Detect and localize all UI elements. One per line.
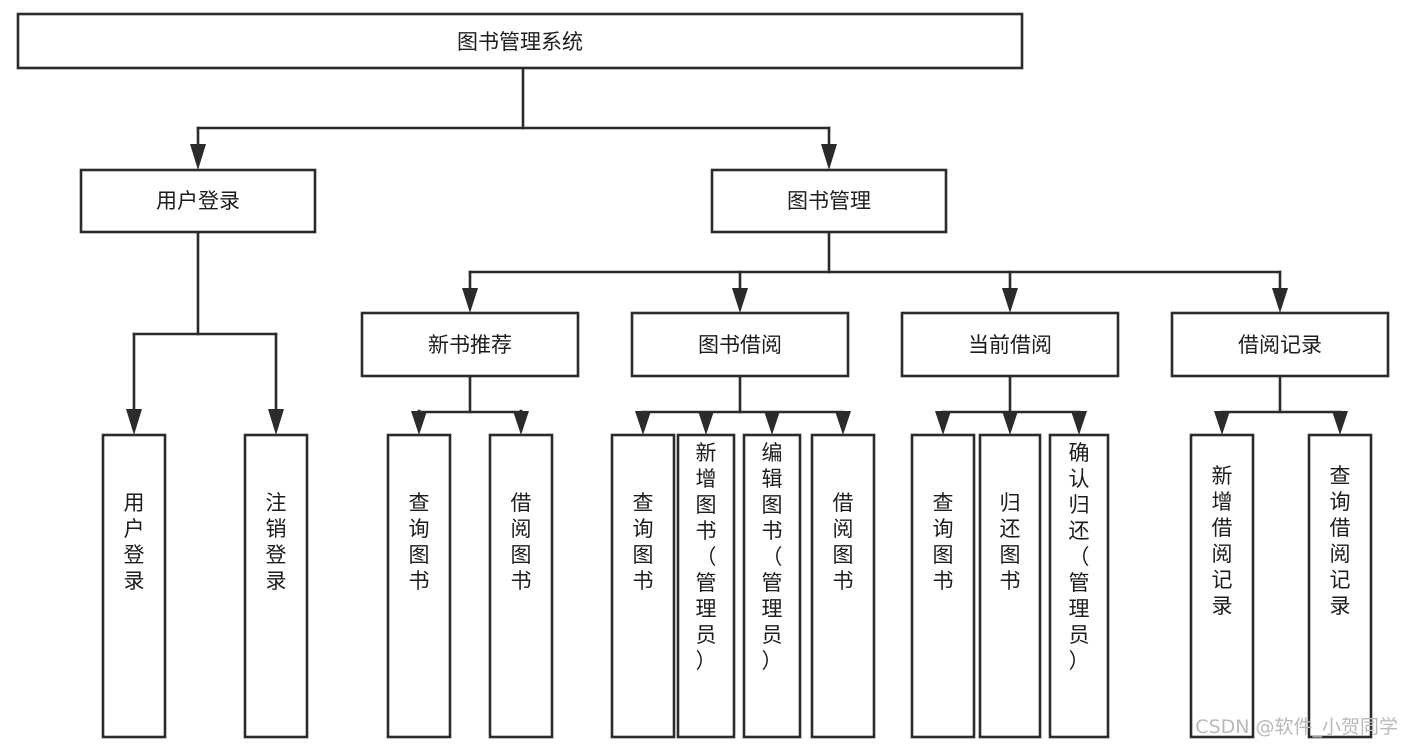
arrow-user-login-leaf-1-icon (126, 409, 142, 435)
node-user-login-box[interactable] (79, 168, 317, 234)
arrow-book-borrow-leaf-4-icon (835, 411, 851, 435)
leaf-node[interactable]: 查询图书 (386, 433, 452, 739)
arrow-book-mgmt-child-1-icon (462, 288, 478, 313)
node-new-book-recommend-label: 新书推荐 (428, 333, 512, 357)
leaf-user-login-box[interactable] (101, 433, 167, 739)
leaf-node[interactable]: 借阅图书 (488, 433, 554, 739)
node-current-borrow-label: 当前借阅 (968, 333, 1052, 357)
leaf-bb-borrow-book-label: 借阅图书 (833, 491, 854, 593)
node-borrow-record-label: 借阅记录 (1238, 333, 1322, 357)
leaf-br-query-record-box[interactable] (1307, 433, 1373, 739)
leaf-node[interactable]: 借阅图书 (810, 433, 876, 739)
leaf-node[interactable]: 新增图书（管理员） (676, 433, 736, 739)
leaf-node[interactable]: 注销登录 (243, 433, 309, 739)
arrow-new-book-leaf-2-icon (513, 411, 529, 435)
leaf-br-add-record-box[interactable] (1189, 433, 1255, 739)
node-root-box[interactable] (16, 12, 1024, 70)
leaf-cb-confirm-return-box[interactable] (1048, 433, 1110, 739)
leaf-nbr-borrow-book-label: 借阅图书 (511, 491, 532, 593)
node-current-borrow[interactable]: 当前借阅 (900, 311, 1120, 378)
leaf-node[interactable]: 编辑图书（管理员） (742, 433, 802, 739)
node-current-borrow-box[interactable] (900, 311, 1120, 378)
leaf-node[interactable]: 查询图书 (910, 433, 976, 739)
leaf-user-login-label: 用户登录 (124, 491, 145, 593)
node-user-login-label: 用户登录 (156, 189, 240, 213)
leaf-br-add-record-label: 新增借阅记录 (1212, 464, 1233, 618)
leaf-nbr-query-book-box[interactable] (386, 433, 452, 739)
node-root-label: 图书管理系统 (457, 30, 583, 54)
leaf-logout-box[interactable] (243, 433, 309, 739)
connector-layer (126, 66, 1348, 435)
node-root[interactable]: 图书管理系统 (16, 12, 1024, 70)
arrow-book-mgmt-child-4-icon (1272, 288, 1288, 313)
leaf-node[interactable]: 新增借阅记录 (1189, 433, 1255, 739)
leaf-node[interactable]: 查询图书 (610, 433, 676, 739)
leaf-logout-label: 注销登录 (266, 491, 287, 593)
leaf-bb-borrow-book-box[interactable] (810, 433, 876, 739)
leaf-nbr-query-book-label: 查询图书 (409, 491, 430, 593)
node-user-login[interactable]: 用户登录 (79, 168, 317, 234)
leaf-nbr-borrow-book-box[interactable] (488, 433, 554, 739)
node-book-management-box[interactable] (710, 168, 948, 234)
arrow-book-borrow-leaf-1-icon (635, 411, 651, 435)
leaf-cb-query-book-box[interactable] (910, 433, 976, 739)
arrow-current-borrow-leaf-3-icon (1071, 411, 1087, 435)
arrow-user-login-leaf-2-icon (268, 409, 284, 435)
leaf-br-query-record-label: 查询借阅记录 (1330, 464, 1351, 618)
leaf-node[interactable]: 用户登录 (101, 433, 167, 739)
leaf-cb-return-book-label: 归还图书 (1000, 491, 1021, 593)
leaf-cb-return-book-box[interactable] (978, 433, 1042, 739)
node-book-borrow-label: 图书借阅 (698, 333, 782, 357)
node-book-management-label: 图书管理 (787, 189, 871, 213)
leaf-node[interactable]: 确认归还（管理员） (1048, 433, 1110, 739)
watermark: CSDN @软件_小贺同学 (1195, 716, 1398, 738)
leaf-node[interactable]: 归还图书 (978, 433, 1042, 739)
arrow-new-book-leaf-1-icon (411, 411, 427, 435)
node-book-borrow-box[interactable] (630, 311, 850, 378)
leaf-bb-query-book-box[interactable] (610, 433, 676, 739)
leaf-bb-add-book-box[interactable] (676, 433, 736, 739)
arrow-root-to-book-mgmt-icon (821, 144, 837, 170)
leaf-cb-confirm-return-label: 确认归还（管理员） (1069, 441, 1090, 673)
node-borrow-record[interactable]: 借阅记录 (1170, 311, 1390, 378)
leaf-cb-query-book-label: 查询图书 (933, 491, 954, 593)
node-new-book-recommend[interactable]: 新书推荐 (360, 311, 580, 378)
arrow-book-mgmt-child-2-icon (732, 288, 748, 313)
node-book-management[interactable]: 图书管理 (710, 168, 948, 234)
arrow-root-to-user-login-icon (190, 144, 206, 170)
node-borrow-record-box[interactable] (1170, 311, 1390, 378)
arrow-current-borrow-leaf-2-icon (1002, 411, 1018, 435)
node-new-book-recommend-box[interactable] (360, 311, 580, 378)
leaf-bb-add-book-label: 新增图书（管理员） (696, 441, 717, 673)
arrow-book-borrow-leaf-3-icon (764, 411, 780, 435)
arrow-borrow-record-leaf-1-icon (1214, 411, 1230, 435)
arrow-borrow-record-leaf-2-icon (1332, 411, 1348, 435)
leaf-bb-query-book-label: 查询图书 (633, 491, 654, 593)
arrow-current-borrow-leaf-1-icon (935, 411, 951, 435)
leaf-bb-edit-book-box[interactable] (742, 433, 802, 739)
leaf-node[interactable]: 查询借阅记录 (1307, 433, 1373, 739)
node-book-borrow[interactable]: 图书借阅 (630, 311, 850, 378)
leaf-bb-edit-book-label: 编辑图书（管理员） (762, 441, 783, 673)
arrow-book-borrow-leaf-2-icon (698, 411, 714, 435)
arrow-book-mgmt-child-3-icon (1002, 288, 1018, 313)
